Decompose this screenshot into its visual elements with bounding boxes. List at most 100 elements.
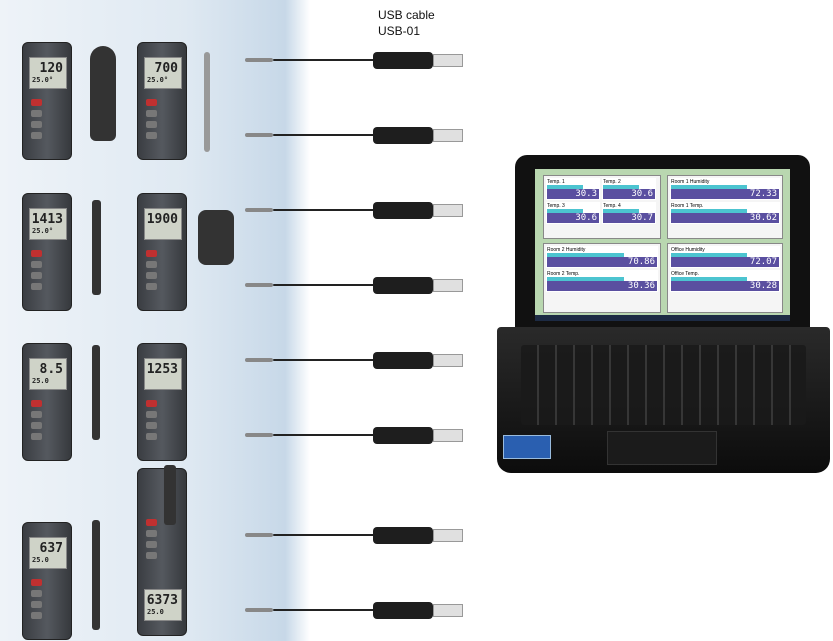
- usb-connector: [433, 604, 463, 617]
- usb-adapter: [373, 427, 433, 444]
- sensor-stem: [164, 465, 176, 525]
- tile-label: Office Temp.: [671, 271, 699, 277]
- meter-subreading: 25.0°: [32, 227, 54, 235]
- tile-bar: [671, 185, 747, 189]
- conductivity-probe: [92, 200, 101, 295]
- meter-subreading: 25.0: [32, 556, 49, 564]
- meter-button: [31, 590, 42, 597]
- meter-button: [146, 261, 157, 268]
- tile-bar: [547, 277, 624, 281]
- meter-reading: 1253: [146, 362, 178, 377]
- usb-connector: [433, 204, 463, 217]
- meter-reading: 637: [39, 541, 63, 556]
- usb-cable: [245, 50, 470, 70]
- touchpad: [607, 431, 717, 465]
- usb-cable: [245, 525, 470, 545]
- usb-adapter: [373, 127, 433, 144]
- caption-line1: USB cable: [378, 8, 435, 22]
- cable-wire: [273, 534, 375, 536]
- tile-label: Room 2 Temp.: [547, 271, 580, 277]
- meter-button: [31, 110, 42, 117]
- tile-label: Temp. 2: [603, 179, 621, 185]
- keyboard: [521, 345, 806, 425]
- usb-connector: [433, 429, 463, 442]
- meter-button: [31, 261, 42, 268]
- anemometer-probe: [90, 46, 116, 141]
- meter-button: [146, 552, 157, 559]
- tile-label: Temp. 3: [547, 203, 565, 209]
- humidity-probe: [92, 345, 100, 440]
- cable-wire: [273, 284, 375, 286]
- usb-cable: [245, 425, 470, 445]
- ph-electrode: [204, 52, 210, 152]
- usb-cable: [245, 600, 470, 620]
- usb-adapter: [373, 202, 433, 219]
- tile-label: Temp. 1: [547, 179, 565, 185]
- tile-label: Office Humidity: [671, 247, 705, 253]
- jack-plug: [245, 433, 273, 437]
- light-sensor: [198, 210, 234, 265]
- meter-button: [31, 250, 42, 257]
- usb-connector: [433, 279, 463, 292]
- meter-subreading: 25.0°: [147, 76, 169, 84]
- usb-adapter: [373, 352, 433, 369]
- meter-button: [31, 612, 42, 619]
- tile-bar: [671, 253, 747, 257]
- meter-button: [31, 411, 42, 418]
- meter: 1253: [137, 343, 187, 461]
- usb-adapter: [373, 52, 433, 69]
- meter-button: [146, 422, 157, 429]
- tile-value: 30.7: [603, 213, 655, 223]
- sticker: [503, 435, 551, 459]
- meter-reading: 120: [39, 61, 63, 76]
- cable-wire: [273, 134, 375, 136]
- tile-bar: [547, 209, 584, 213]
- meter-button: [146, 519, 157, 526]
- cable-wire: [273, 609, 375, 611]
- usb-cable: [245, 350, 470, 370]
- tile-value: 30.36: [547, 281, 657, 291]
- meter-button: [146, 132, 157, 139]
- jack-plug: [245, 358, 273, 362]
- usb-cable: [245, 125, 470, 145]
- meter-button: [31, 272, 42, 279]
- tile-value: 70.86: [547, 257, 657, 267]
- meter-subreading: 25.0: [147, 608, 164, 616]
- tile-value: 30.3: [547, 189, 599, 199]
- jack-plug: [245, 133, 273, 137]
- usb-connector: [433, 54, 463, 67]
- jack-plug: [245, 608, 273, 612]
- laptop-base: [497, 327, 830, 473]
- tile-bar: [547, 185, 584, 189]
- cable-wire: [273, 434, 375, 436]
- tile-bar: [547, 253, 624, 257]
- meter-button: [31, 99, 42, 106]
- jack-plug: [245, 283, 273, 287]
- meter-button: [31, 422, 42, 429]
- meter-button: [31, 121, 42, 128]
- meter-reading: 6373: [146, 593, 178, 608]
- usb-connector: [433, 529, 463, 542]
- usb-cable: [245, 275, 470, 295]
- usb-adapter: [373, 527, 433, 544]
- meter-button: [146, 272, 157, 279]
- meter-reading: 700: [154, 61, 178, 76]
- cable-wire: [273, 59, 375, 61]
